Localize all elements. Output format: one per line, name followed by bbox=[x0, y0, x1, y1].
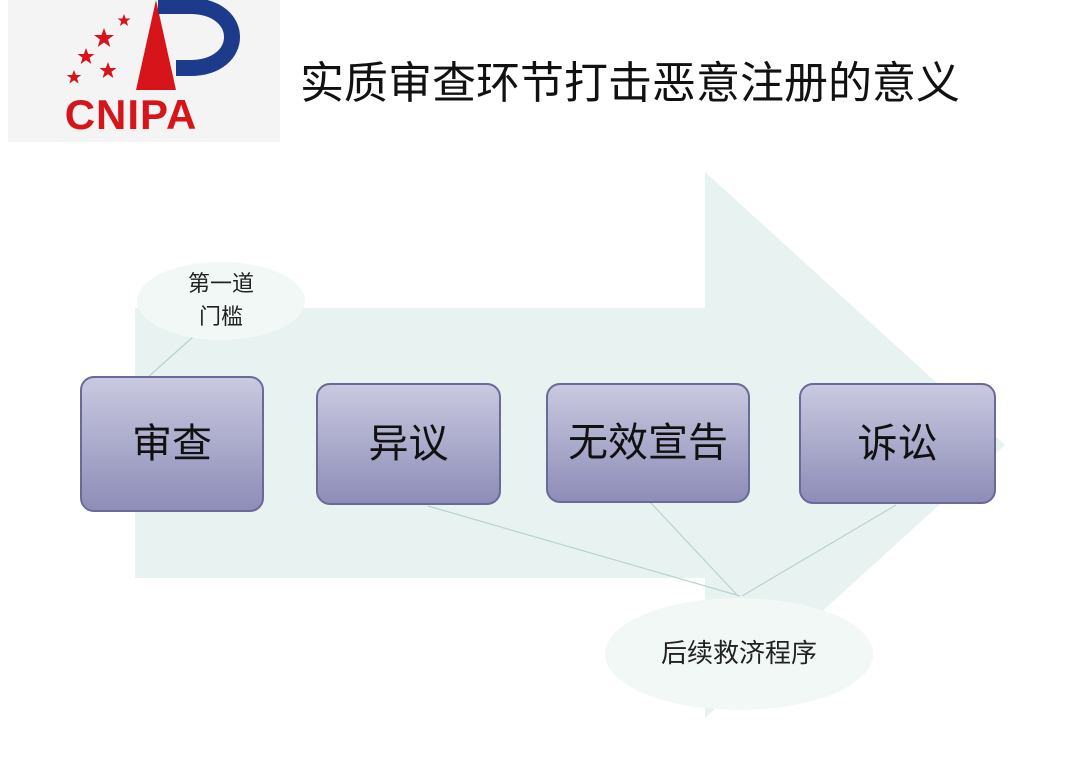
connector-review-to-threshold bbox=[146, 335, 195, 379]
first-threshold-callout: 第一道 门槛 bbox=[137, 262, 305, 340]
cnipa-emblem-icon bbox=[66, 0, 240, 90]
stage-review: 审查 bbox=[80, 376, 264, 512]
callout-line-1: 第一道 bbox=[187, 272, 254, 297]
stage-litigation: 诉讼 bbox=[799, 383, 996, 504]
connector-opposition-to-remedy bbox=[427, 505, 741, 597]
connector-invalidation-to-remedy bbox=[649, 501, 739, 597]
subsequent-remedy-callout: 后续救济程序 bbox=[605, 598, 873, 710]
connector-litigation-to-remedy bbox=[741, 504, 897, 597]
slide-title: 实质审查环节打击恶意注册的意义 bbox=[300, 58, 960, 109]
logo-wordmark: CNIPA bbox=[64, 91, 198, 138]
callout-line-2: 门槛 bbox=[198, 305, 243, 330]
stage-opposition: 异议 bbox=[316, 383, 501, 505]
cnipa-logo: CNIPA bbox=[8, 0, 280, 142]
stage-invalidation: 无效宣告 bbox=[546, 383, 750, 503]
